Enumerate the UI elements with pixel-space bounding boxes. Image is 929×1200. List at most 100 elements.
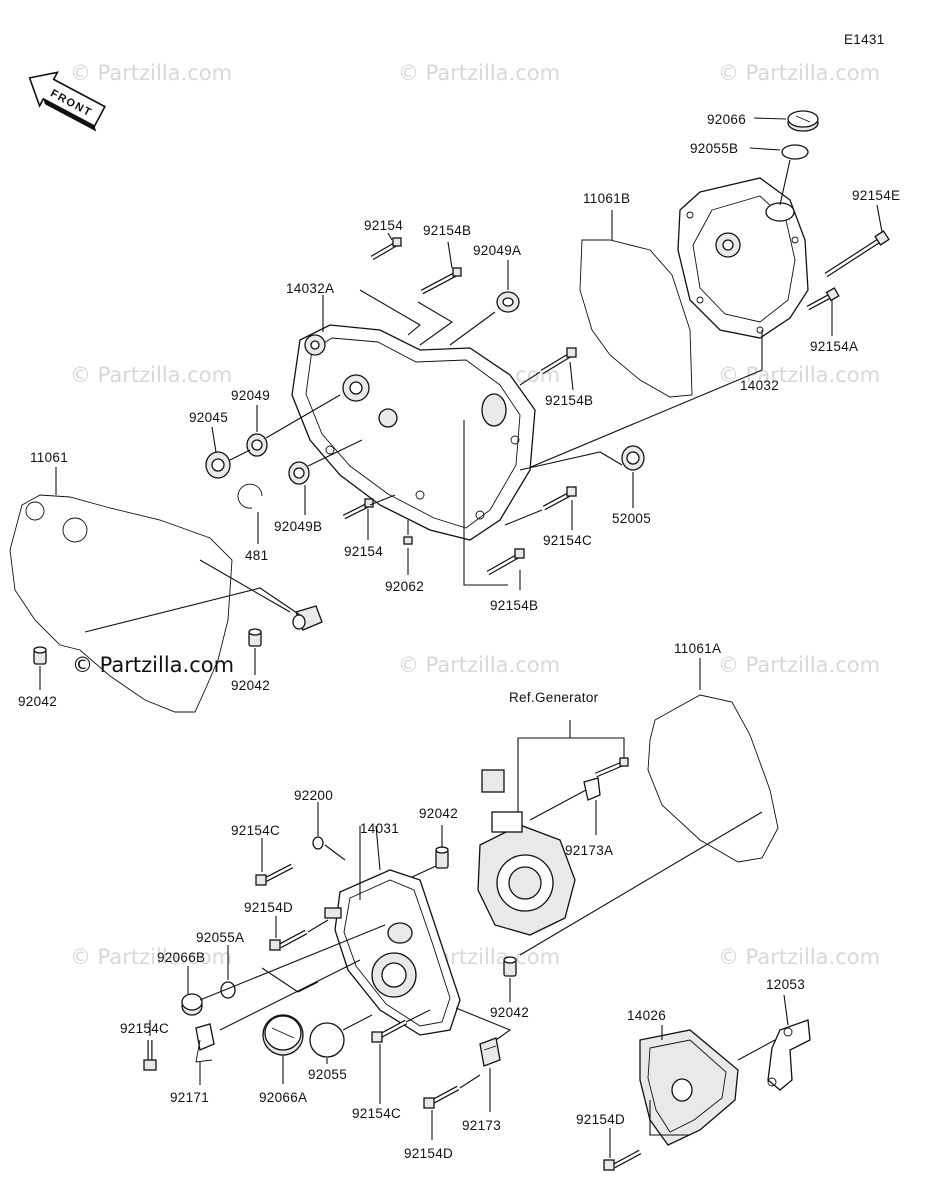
label-92154E: 92154E bbox=[852, 188, 900, 203]
cap-92066B bbox=[181, 993, 203, 1016]
label-92045: 92045 bbox=[189, 410, 228, 425]
bolt-92154C-mid bbox=[542, 486, 577, 511]
label-11061A: 11061A bbox=[674, 641, 721, 656]
oil-seal-92049B bbox=[288, 461, 310, 485]
bolt-92154D-a bbox=[269, 929, 308, 951]
sprocket-cover-14026 bbox=[639, 1029, 739, 1146]
dowel-pin-92042-low bbox=[503, 956, 517, 977]
label-92154D: 92154D bbox=[244, 900, 293, 915]
label-11061: 11061 bbox=[30, 450, 68, 465]
bolt-92154C-b bbox=[143, 1040, 157, 1071]
bolt-92154-top bbox=[370, 237, 402, 261]
label-92154C: 92154C bbox=[120, 1021, 169, 1036]
watermark: © Partzilla.com bbox=[398, 61, 560, 85]
circlip-481 bbox=[237, 483, 263, 509]
label-92171: 92171 bbox=[170, 1090, 209, 1105]
plug-92062 bbox=[403, 536, 413, 545]
label-92055B: 92055B bbox=[690, 141, 738, 156]
label-92154C: 92154C bbox=[352, 1106, 401, 1121]
oil-filler-cap-92066 bbox=[787, 110, 819, 132]
watermark: © Partzilla.com bbox=[718, 653, 880, 677]
o-ring-92055A bbox=[220, 981, 236, 999]
dowel-pin-92042-gen bbox=[435, 846, 449, 869]
label-481: 481 bbox=[245, 548, 268, 563]
label-92154B: 92154B bbox=[490, 598, 538, 613]
clamp-92171 bbox=[195, 1023, 215, 1063]
label-52005: 52005 bbox=[612, 511, 651, 526]
oil-seal-92049A bbox=[496, 291, 520, 313]
label-92173A: 92173A bbox=[565, 843, 613, 858]
guide-12053 bbox=[767, 1019, 811, 1091]
label-92154C: 92154C bbox=[543, 533, 592, 548]
label-92066: 92066 bbox=[707, 112, 746, 127]
label-92154D: 92154D bbox=[576, 1112, 625, 1127]
label-92049: 92049 bbox=[231, 388, 270, 403]
label-92200: 92200 bbox=[294, 788, 333, 803]
label-14026: 14026 bbox=[627, 1008, 666, 1023]
label-92042: 92042 bbox=[490, 1005, 529, 1020]
label-92154B: 92154B bbox=[423, 223, 471, 238]
cap-92066A bbox=[262, 1014, 304, 1056]
dowel-pin-92042-mid bbox=[248, 628, 262, 647]
bolt-92154D-c bbox=[603, 1149, 642, 1171]
generator-stator bbox=[477, 769, 576, 936]
label-12053: 12053 bbox=[766, 977, 805, 992]
clamp-92173 bbox=[479, 1037, 501, 1067]
dowel-pin-92042-left bbox=[33, 646, 47, 665]
label-92049B: 92049B bbox=[274, 519, 322, 534]
gasket-11061 bbox=[9, 494, 233, 713]
watermark: © Partzilla.com bbox=[718, 61, 880, 85]
oil-seal-92049 bbox=[246, 433, 268, 457]
label-92042: 92042 bbox=[419, 806, 458, 821]
label-92173: 92173 bbox=[462, 1118, 501, 1133]
cap-part bbox=[292, 605, 323, 631]
bolt-92154A bbox=[806, 287, 840, 311]
bolt-92154D-b bbox=[423, 1085, 460, 1109]
oil-seal-52005 bbox=[621, 445, 645, 471]
bolt-92154B-top bbox=[420, 267, 462, 295]
label-92055: 92055 bbox=[308, 1067, 347, 1082]
washer-92200 bbox=[312, 836, 324, 850]
label-92154: 92154 bbox=[344, 544, 383, 559]
label-92042: 92042 bbox=[18, 694, 57, 709]
label-14032A: 14032A bbox=[286, 281, 334, 296]
label-92042: 92042 bbox=[231, 678, 270, 693]
bolt-92154-mid bbox=[342, 498, 374, 520]
part-labels: 92066 92055B 92154E 11061B 92154 92154B … bbox=[18, 112, 900, 1161]
watermark: © Partzilla.com bbox=[70, 363, 232, 387]
label-92066B: 92066B bbox=[157, 950, 205, 965]
label-92066A: 92066A bbox=[259, 1090, 307, 1105]
label-92062: 92062 bbox=[385, 579, 424, 594]
label-92049A: 92049A bbox=[473, 243, 521, 258]
gasket-11061B bbox=[579, 239, 693, 398]
watermark: © Partzilla.com bbox=[72, 653, 234, 677]
generator-cover-14031 bbox=[324, 869, 461, 1036]
bolt-92154C-a bbox=[255, 863, 294, 886]
crankcase-cover-14032A bbox=[291, 324, 536, 541]
label-11061B: 11061B bbox=[583, 191, 630, 206]
gasket-11061A bbox=[647, 694, 779, 863]
label-14031: 14031 bbox=[360, 821, 399, 836]
watermark: © Partzilla.com bbox=[70, 945, 232, 969]
label-92154D: 92154D bbox=[404, 1146, 453, 1161]
diagram-code: E1431 bbox=[844, 32, 885, 47]
o-ring-92055B bbox=[781, 144, 809, 160]
label-92154A: 92154A bbox=[810, 339, 858, 354]
clutch-cover-14032 bbox=[677, 159, 809, 339]
label-92055A: 92055A bbox=[196, 930, 244, 945]
bolt-92154B-mid bbox=[540, 347, 577, 375]
label-92154B: 92154B bbox=[545, 393, 593, 408]
label-14032: 14032 bbox=[740, 378, 779, 393]
bolt-92154C-c bbox=[371, 1019, 408, 1043]
bolt-92154E bbox=[824, 230, 890, 278]
watermark: © Partzilla.com bbox=[70, 61, 232, 85]
bolt-92154B-low bbox=[486, 548, 525, 576]
bearing-92045 bbox=[205, 451, 231, 479]
bolt-92173A bbox=[583, 757, 629, 801]
watermark: © Partzilla.com bbox=[718, 363, 880, 387]
o-ring-92055 bbox=[309, 1022, 345, 1058]
label-92154: 92154 bbox=[364, 218, 403, 233]
watermark: © Partzilla.com bbox=[718, 945, 880, 969]
ref-generator-label: Ref.Generator bbox=[509, 690, 599, 705]
